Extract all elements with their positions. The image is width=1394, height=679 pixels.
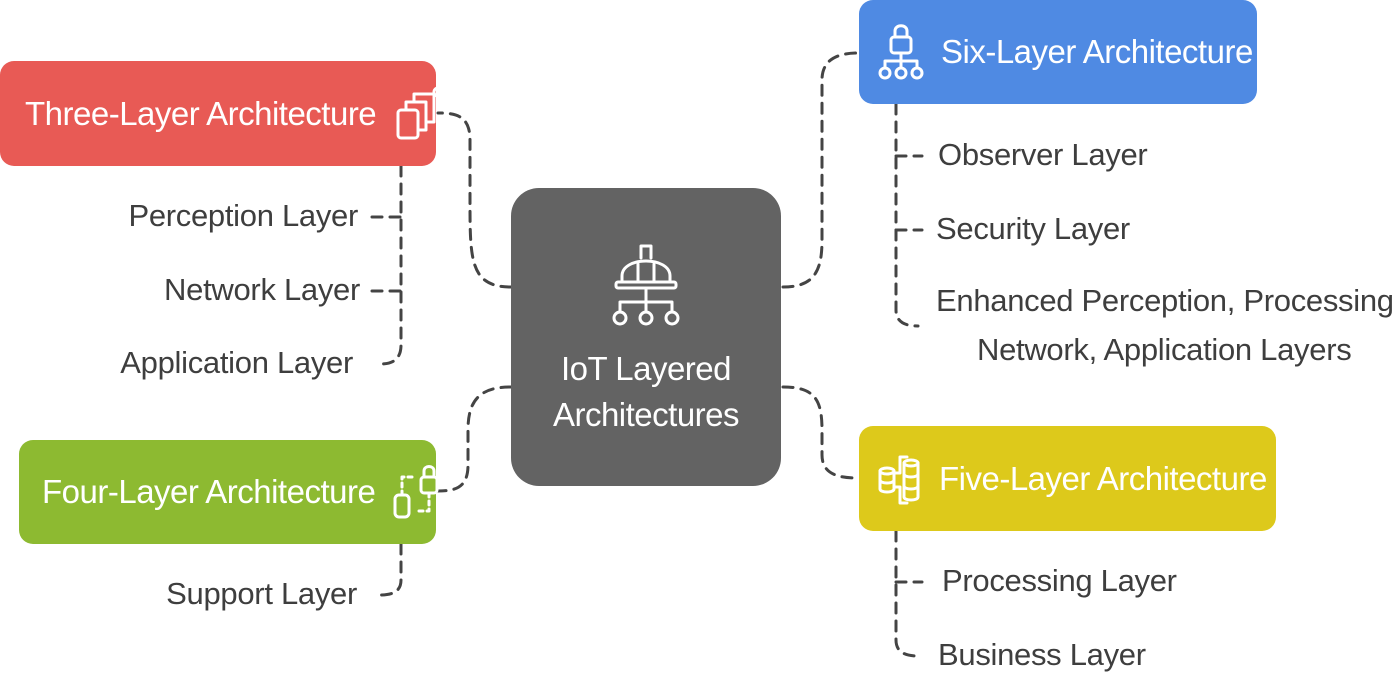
lock-network-icon [878,24,924,80]
center-title: IoT Layered Architectures [552,350,740,433]
item-network-layer: Network Layer [164,272,360,307]
three-layer-node[interactable]: Three-Layer Architecture [0,61,444,166]
six-layer-title: Six-Layer Architecture [941,33,1253,70]
item-perception-layer: Perception Layer [128,198,358,233]
four-layer-node[interactable]: Four-Layer Architecture [19,440,439,544]
three-layer-title: Three-Layer Architecture [25,94,377,132]
item-support-layer: Support Layer [166,576,357,611]
item-enhanced-layers-line1: Enhanced Perception, Processing, [936,283,1394,318]
item-observer-layer: Observer Layer [938,137,1148,172]
network-hierarchy-icon [612,244,680,326]
item-processing-layer: Processing Layer [942,563,1177,598]
five-layer-title: Five-Layer Architecture [939,459,1267,497]
four-layer-title: Four-Layer Architecture [42,473,376,510]
six-layer-node[interactable]: Six-Layer Architecture [859,0,1257,104]
stacked-layers-icon [396,86,444,139]
item-security-layer: Security Layer [936,211,1130,246]
item-enhanced-layers-line2: Network, Application Layers [977,332,1352,367]
five-layer-node[interactable]: Five-Layer Architecture [859,426,1276,531]
center-node: IoT Layered Architectures [511,188,781,486]
item-business-layer: Business Layer [938,637,1146,672]
item-application-layer: Application Layer [120,345,353,380]
database-flow-icon [878,455,920,504]
lock-connection-icon [393,465,439,519]
